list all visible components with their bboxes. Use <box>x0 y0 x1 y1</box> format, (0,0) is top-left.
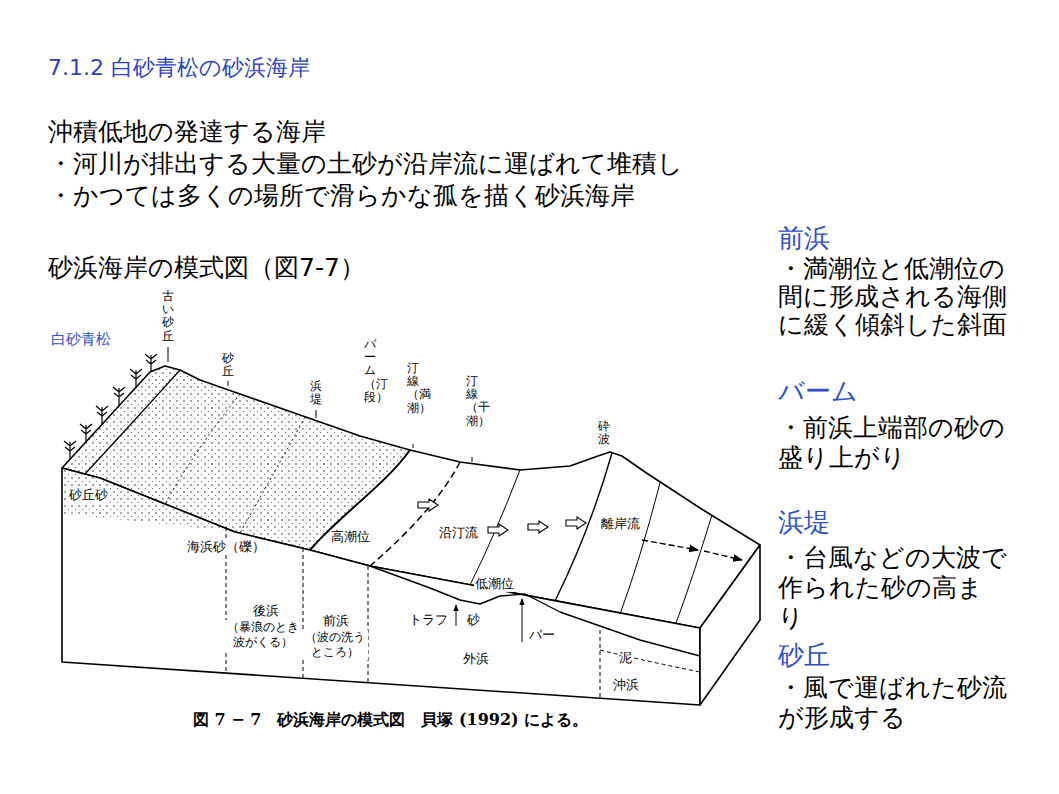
feature-label: バー <box>528 628 556 643</box>
diagram-label: 汀線（満潮） <box>407 362 419 415</box>
zone-label: 前浜 <box>322 614 350 629</box>
zone-label: 沖浜 <box>612 678 640 693</box>
pine-tree <box>145 354 157 372</box>
term-heading: 浜堤 <box>778 507 830 537</box>
bar-pointer <box>522 599 523 642</box>
dune-crest <box>165 394 240 504</box>
pine-tree <box>80 424 92 443</box>
seabed-profile <box>370 566 700 656</box>
low-tide-shoreline <box>370 462 460 566</box>
diagram-label: 浜堤 <box>310 380 322 406</box>
zone-divider <box>600 630 601 697</box>
current-label: 離岸流 <box>600 517 641 532</box>
bullet-text: ・かつては多くの場所で滑らかな孤を描く砂浜海岸 <box>48 181 635 211</box>
wave-line <box>676 515 712 623</box>
layer-label: 海浜砂（礫） <box>186 540 266 555</box>
hollow-arrow <box>418 499 438 511</box>
leader-line <box>472 457 473 462</box>
zone-note: （波の洗う ところ） <box>302 630 368 660</box>
high-tide-shoreline <box>310 450 410 550</box>
wave-line <box>620 483 660 614</box>
leader-line <box>228 381 229 386</box>
leader-line <box>316 410 317 418</box>
figure-heading: 砂浜海岸の模式図（図7-7） <box>48 253 365 283</box>
rip-current-arrow <box>642 540 698 550</box>
pine-tree <box>113 387 125 406</box>
term-definition: ・台風などの大波で作られた砂の高まり <box>778 543 1007 633</box>
term-definition: ・前浜上端部の砂の盛り上がり <box>778 413 1007 473</box>
body-text: 沖積低地の発達する海岸 <box>48 117 326 147</box>
diagram-label: 汀線（干潮） <box>466 375 478 428</box>
sand-mud-boundary <box>600 650 700 672</box>
pine-tree <box>64 441 76 460</box>
term-definition: ・風で運ばれた砂流が形成する <box>778 673 1007 733</box>
figure-caption: 図 7 − 7 砂浜海岸の模式図 貝塚 (1992) による。 <box>193 710 588 730</box>
term-definition: ・満潮位と低潮位の間に形成される海側に緩く傾斜した斜面 <box>778 255 1007 339</box>
rip-current-arrow <box>704 551 742 560</box>
level-label: 低潮位 <box>474 577 515 592</box>
pine-trees <box>64 354 157 460</box>
beach-ridge-crest <box>240 417 305 533</box>
diagram-label: 古い砂丘 <box>162 290 174 343</box>
level-label: 高潮位 <box>330 530 371 545</box>
diagram-label: 砂丘 <box>222 352 234 378</box>
leader-line <box>168 347 169 362</box>
diagram-label: 砕波 <box>598 420 610 446</box>
feature-label: 砂 <box>466 613 481 628</box>
block-outline <box>62 347 760 705</box>
slide-title: 7.1.2 白砂青松の砂浜海岸 <box>48 54 310 82</box>
sediment-label: 泥 <box>618 651 633 666</box>
term-heading: バーム <box>778 376 858 406</box>
trough-pointer <box>456 605 457 626</box>
pine-tree <box>96 406 108 425</box>
hollow-arrow <box>566 517 586 529</box>
right-face <box>700 545 760 705</box>
zone-divider <box>368 566 369 682</box>
diagram-label: 白砂青松 <box>50 331 112 348</box>
front-face <box>62 468 700 705</box>
feature-label: トラフ <box>408 613 449 628</box>
layer-label: 砂丘砂 <box>68 488 109 503</box>
zone-note: （暴浪のとき 波がくる） <box>225 620 302 650</box>
term-heading: 前浜 <box>778 223 830 253</box>
zone-label: 外浜 <box>462 652 490 667</box>
old-dune-crest <box>85 370 180 474</box>
hollow-arrow <box>488 524 508 536</box>
term-heading: 砂丘 <box>778 640 830 670</box>
dune-sand-layer <box>62 468 235 532</box>
hollow-arrow <box>528 521 548 533</box>
current-label: 沿汀流 <box>438 526 479 541</box>
pine-tree <box>130 369 142 388</box>
leader-line <box>413 444 414 448</box>
bullet-text: ・河川が排出する大量の土砂が沿岸流に運ばれて堆積し <box>48 149 683 179</box>
diagram-label: バーム（汀段） <box>364 338 376 404</box>
zone-label: 後浜 <box>252 604 280 619</box>
